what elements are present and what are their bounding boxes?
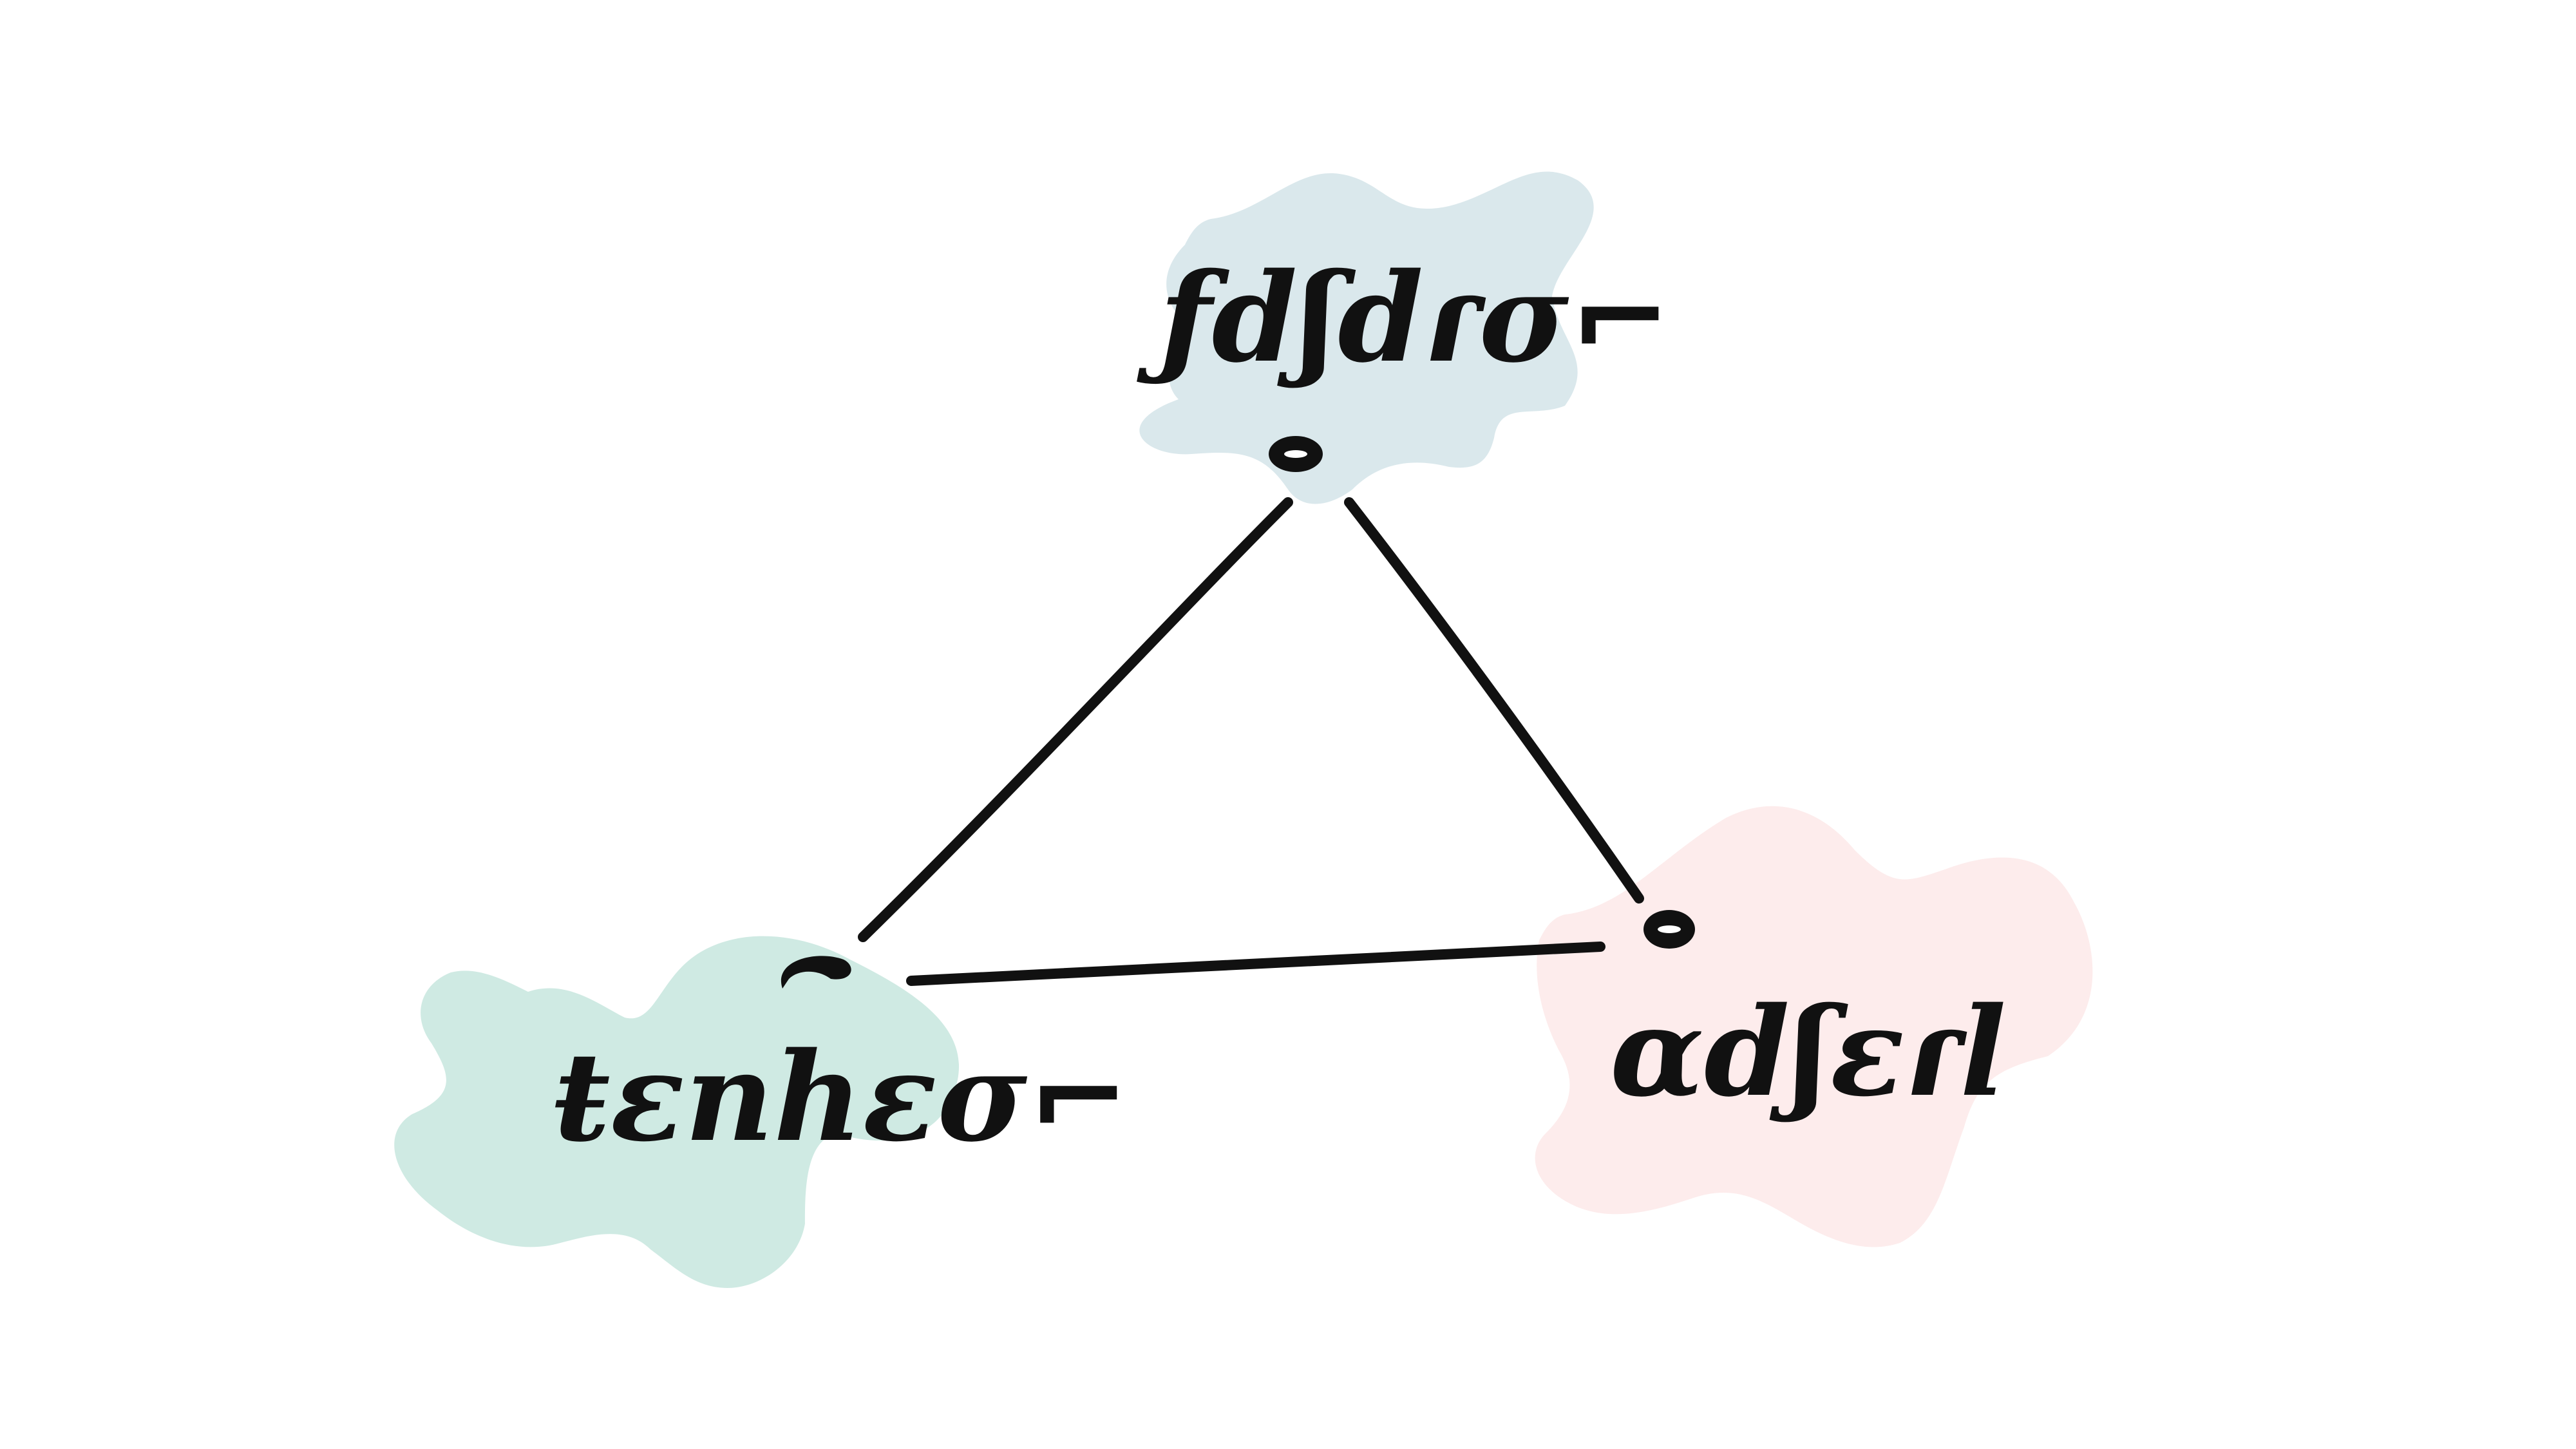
edge-left-right (906, 942, 1605, 986)
edge-top-left (858, 497, 1293, 942)
port-left (781, 956, 851, 989)
node-left-blob (394, 936, 960, 1288)
port-right (1643, 910, 1695, 949)
port-top (1269, 436, 1323, 472)
edge-top-right (1344, 497, 1644, 904)
node-left-label: ŧɛnhɛσ⌐ (554, 1025, 1130, 1169)
node-right-label: ɑdʃɛɾl (1610, 980, 2006, 1124)
node-top-label: ƒdʃdɾσ⌐ (1137, 246, 1671, 390)
node-top-blob (1139, 171, 1594, 504)
